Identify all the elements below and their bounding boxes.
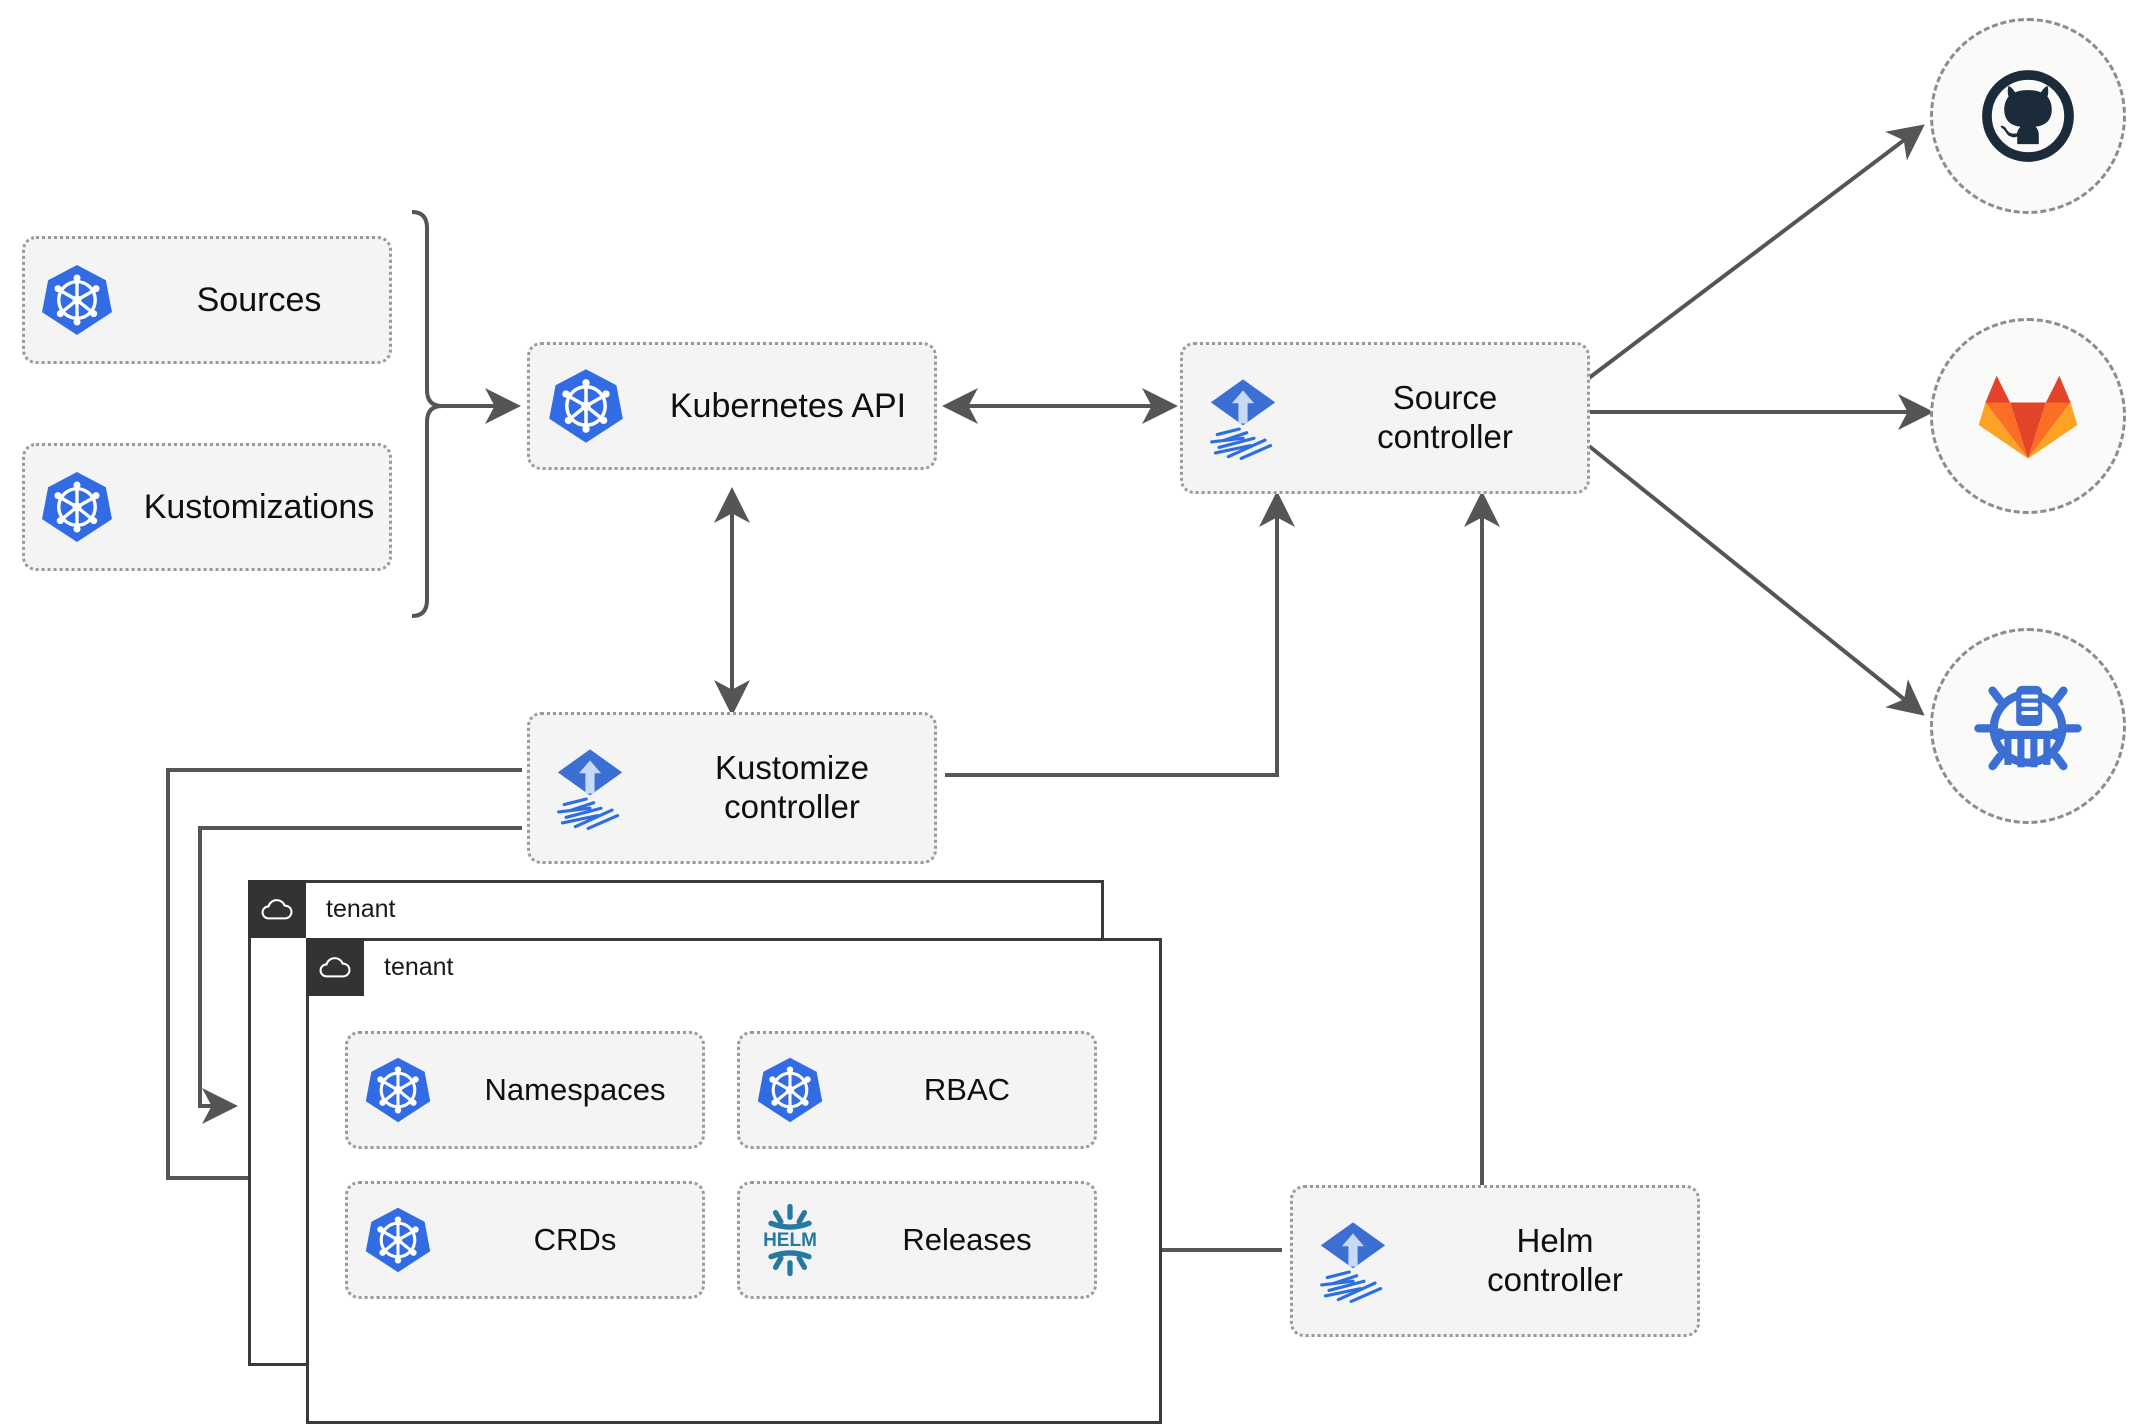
tenant-front-header: tenant <box>306 938 454 996</box>
tile-namespaces[interactable]: Namespaces <box>345 1031 705 1149</box>
tile-releases-label: Releases <box>902 1222 1032 1257</box>
tile-crds-label: CRDs <box>533 1222 617 1257</box>
provider-gitlab[interactable] <box>1930 318 2126 514</box>
tenant-back-label: tenant <box>326 894 396 923</box>
wire-source-to-registry <box>1587 444 1925 716</box>
svg-text:HELM: HELM <box>763 1230 817 1251</box>
node-kustomizations[interactable]: Kustomizations <box>22 443 392 571</box>
group-bracket <box>411 210 443 618</box>
node-helm-controller[interactable]: Helm controller <box>1290 1185 1700 1337</box>
helm-icon: HELM <box>740 1202 840 1278</box>
node-kustomizations-label: Kustomizations <box>143 487 375 526</box>
cloud-icon <box>306 938 364 996</box>
node-kustomize-controller-label: Kustomize controller <box>714 749 870 825</box>
tenant-front-label: tenant <box>384 952 454 981</box>
provider-github[interactable] <box>1930 18 2126 214</box>
flux-icon <box>1183 372 1303 464</box>
wire-kustomize-to-source <box>945 491 1295 777</box>
kubernetes-icon <box>530 366 642 446</box>
github-icon <box>1982 70 2074 162</box>
node-sources-label: Sources <box>196 280 322 319</box>
node-kustomize-controller[interactable]: Kustomize controller <box>527 712 937 864</box>
node-helm-controller-label: Helm controller <box>1487 1222 1623 1298</box>
kubernetes-icon <box>25 262 129 338</box>
provider-container-registry[interactable] <box>1930 628 2126 824</box>
node-source-controller-label: Source controller <box>1377 379 1513 455</box>
tile-crds[interactable]: CRDs <box>345 1181 705 1299</box>
kubernetes-icon <box>740 1055 840 1125</box>
tile-releases[interactable]: HELM Releases <box>737 1181 1097 1299</box>
tenant-container-front[interactable]: tenant <box>306 938 1162 1424</box>
node-kubernetes-api[interactable]: Kubernetes API <box>527 342 937 470</box>
flux-icon <box>530 742 650 834</box>
tile-rbac[interactable]: RBAC <box>737 1031 1097 1149</box>
kubernetes-icon <box>25 469 129 545</box>
node-kubernetes-api-label: Kubernetes API <box>669 386 907 425</box>
wire-source-to-github <box>1587 124 1925 380</box>
tenant-back-header: tenant <box>248 880 396 938</box>
container-registry-icon <box>1974 685 2082 771</box>
gitlab-icon <box>1978 375 2078 459</box>
tile-namespaces-label: Namespaces <box>484 1072 666 1107</box>
tile-rbac-label: RBAC <box>923 1072 1011 1107</box>
cloud-icon <box>248 880 306 938</box>
kubernetes-icon <box>348 1205 448 1275</box>
node-source-controller[interactable]: Source controller <box>1180 342 1590 494</box>
node-sources[interactable]: Sources <box>22 236 392 364</box>
kubernetes-icon <box>348 1055 448 1125</box>
flux-icon <box>1293 1215 1413 1307</box>
